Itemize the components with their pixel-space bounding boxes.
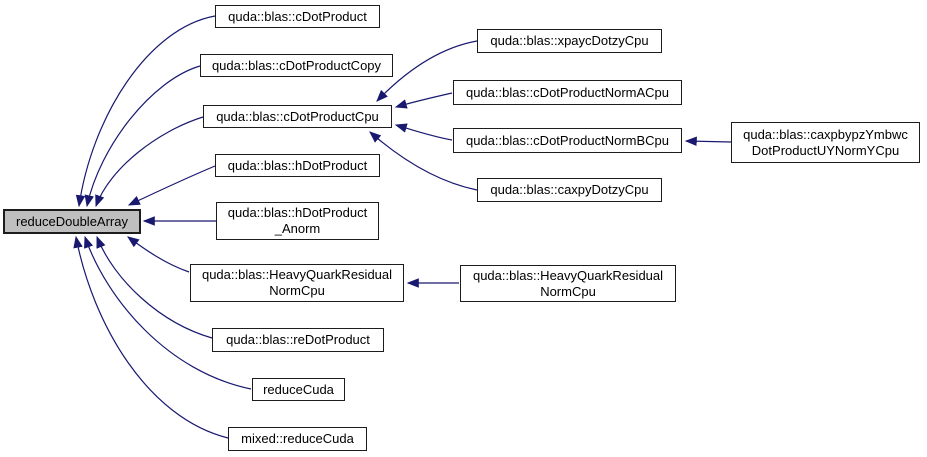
node-label-line2: _Anorm (274, 221, 321, 236)
edge-cdotproductnormacpu-to-cdotproductcpu (394, 92, 453, 109)
node-label: reduceCuda (263, 381, 334, 397)
edge-cdotproductcopy-to-reducedoublearray (84, 65, 201, 208)
node-label: quda::blas::cDotProductNormBCpu (465, 132, 670, 148)
node-label-line2: DotProductUYNormYCpu (751, 142, 900, 158)
node-label-line1: quda::blas::caxpbypzYmbwc (743, 126, 908, 142)
node-quda-blas-hDotProduct[interactable]: quda::blas::hDotProduct (215, 154, 380, 177)
node-quda-blas-cDotProductCpu[interactable]: quda::blas::cDotProductCpu (203, 105, 392, 128)
edge-cdotproduct-to-reducedoublearray (75, 15, 216, 208)
edge-xpaycdotzycpu-to-cdotproductcpu (376, 40, 478, 102)
node-label: mixed::reduceCuda (241, 431, 354, 446)
node-quda-blas-cDotProduct[interactable]: quda::blas::cDotProduct (215, 5, 380, 28)
node-mixed-reduceCuda[interactable]: mixed::reduceCuda (228, 427, 367, 451)
node-label-line2: NormCpu (269, 283, 325, 298)
node-quda-blas-HeavyQuarkResidualNormCpu-caller[interactable]: quda::blas::HeavyQuarkResidual NormCpu (460, 265, 676, 302)
node-label-line1: quda::blas::HeavyQuarkResidual (472, 267, 664, 283)
node-quda-blas-hDotProduct-Anorm[interactable]: quda::blas::hDotProduct _Anorm (216, 202, 379, 240)
node-quda-blas-cDotProductCopy[interactable]: quda::blas::cDotProductCopy (200, 54, 393, 77)
node-quda-blas-cDotProductNormBCpu[interactable]: quda::blas::cDotProductNormBCpu (453, 128, 682, 153)
node-reduceDoubleArray[interactable]: reduceDoubleArray (3, 209, 141, 234)
node-label: quda::blas::reDotProduct (226, 332, 370, 347)
node-quda-blas-HeavyQuarkResidualNormCpu[interactable]: quda::blas::HeavyQuarkResidual NormCpu (190, 264, 404, 302)
edge-hdotproduct-to-reducedoublearray (127, 165, 216, 206)
edge-redotproduct-to-reducedoublearray (96, 235, 213, 339)
node-quda-blas-caxpbypzYmbwcDotProductUYNormYCpu[interactable]: quda::blas::caxpbypzYmbwc DotProductUYNo… (731, 122, 920, 163)
edge-cdotproductcpu-to-reducedoublearray (95, 116, 204, 208)
node-quda-blas-caxpyDotzyCpu[interactable]: quda::blas::caxpyDotzyCpu (477, 178, 662, 202)
node-quda-blas-reDotProduct[interactable]: quda::blas::reDotProduct (212, 328, 384, 352)
node-label-line2: NormCpu (540, 283, 596, 299)
edge-caxpydotzycpu-to-cdotproductcpu (369, 131, 478, 191)
node-label: quda::blas::cDotProductNormACpu (465, 84, 670, 100)
node-label: quda::blas::cDotProductCopy (211, 57, 382, 73)
node-quda-blas-xpaycDotzyCpu[interactable]: quda::blas::xpaycDotzyCpu (477, 29, 662, 53)
node-quda-blas-cDotProductNormACpu[interactable]: quda::blas::cDotProductNormACpu (453, 80, 682, 105)
node-label: quda::blas::cDotProduct (228, 8, 367, 24)
edge-heavyquarkresidualnormcpu-to-reducedoublearray (127, 236, 190, 273)
node-label: quda::blas::cDotProductCpu (216, 108, 379, 124)
edge-reducecuda-to-reducedoublearray (84, 235, 252, 390)
edge-caxpbypzymbwc-to-cdotproductnormbcpu (684, 136, 732, 147)
edge-cdotproductnormbcpu-to-cdotproductcpu (394, 123, 453, 141)
node-label: quda::blas::xpaycDotzyCpu (490, 33, 649, 48)
edge-mixed-reducecuda-to-reducedoublearray (73, 235, 229, 439)
node-label: quda::blas::hDotProduct (227, 157, 368, 173)
node-reduceCuda[interactable]: reduceCuda (252, 378, 345, 401)
node-label: reduceDoubleArray (15, 213, 128, 229)
node-label: quda::blas::caxpyDotzyCpu (490, 182, 649, 197)
node-label-line1: quda::blas::HeavyQuarkResidual (201, 267, 393, 282)
node-label-line1: quda::blas::hDotProduct (227, 205, 368, 220)
